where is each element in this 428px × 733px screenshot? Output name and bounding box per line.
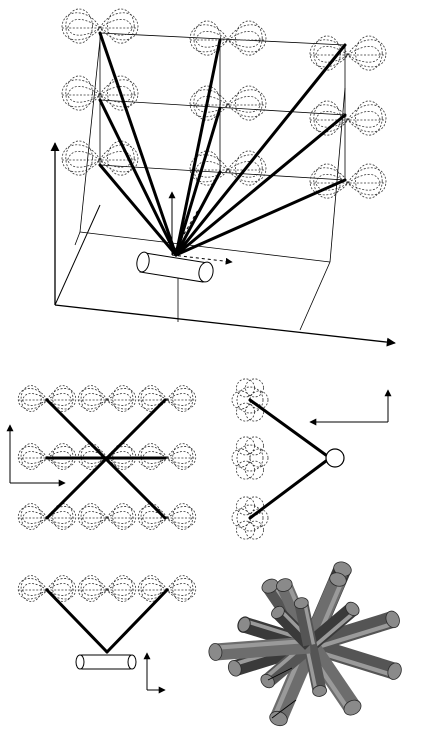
- v-lines: [45, 588, 169, 654]
- radiation-lobe-icon: [137, 385, 197, 412]
- side-chevron-lines: [248, 398, 332, 520]
- rod-cylinder-icon: [208, 636, 311, 661]
- front-cross-lines: [45, 398, 167, 520]
- lattice-grid: [99, 32, 346, 181]
- radiation-lobe-icon: [77, 575, 137, 602]
- radiation-lobe-icon: [61, 140, 139, 176]
- radiation-lobe-icon: [309, 35, 387, 71]
- radiation-lobe-icon: [77, 385, 137, 412]
- radiation-pattern-group: [61, 8, 387, 199]
- radiation-lobe-icon: [309, 163, 387, 199]
- circle-icon: [325, 448, 345, 468]
- radiation-lobe-icon: [77, 503, 137, 530]
- leader-line: [267, 667, 293, 681]
- radiation-lobe-icon: [231, 436, 269, 480]
- rod-cylinder-icon: [305, 601, 360, 651]
- v-radiation-patterns: [17, 575, 197, 602]
- side-axes: [309, 389, 392, 426]
- ground-frame: [50, 39, 396, 347]
- radiation-lobe-icon: [61, 75, 139, 111]
- cylinder-icon: [75, 654, 137, 670]
- side-view-panel: [231, 378, 392, 540]
- side-radiation-patterns: [231, 378, 269, 540]
- center-x-arrow-icon: [171, 254, 233, 265]
- v-axes: [143, 652, 166, 694]
- radiation-lobe-icon: [189, 85, 267, 121]
- rod-cylinder-icon: [293, 597, 317, 647]
- y-axis-line: [54, 204, 101, 306]
- leader-line: [271, 699, 297, 719]
- front-view-panel: [6, 385, 197, 530]
- rod-cluster-panel: [208, 561, 402, 727]
- cylinder-icon: [136, 251, 214, 283]
- perspective-lattice-panel: [50, 8, 396, 347]
- front-axes: [6, 424, 66, 487]
- x-axis-arrow-icon: [54, 304, 396, 347]
- v-arrangement-panel: [17, 575, 197, 694]
- radiation-lobe-icon: [309, 100, 387, 136]
- radiation-lobe-icon: [137, 503, 197, 530]
- radiation-lobe-icon: [61, 8, 139, 44]
- signal-fan-lines: [98, 31, 347, 257]
- radiation-lobe-icon: [189, 20, 267, 56]
